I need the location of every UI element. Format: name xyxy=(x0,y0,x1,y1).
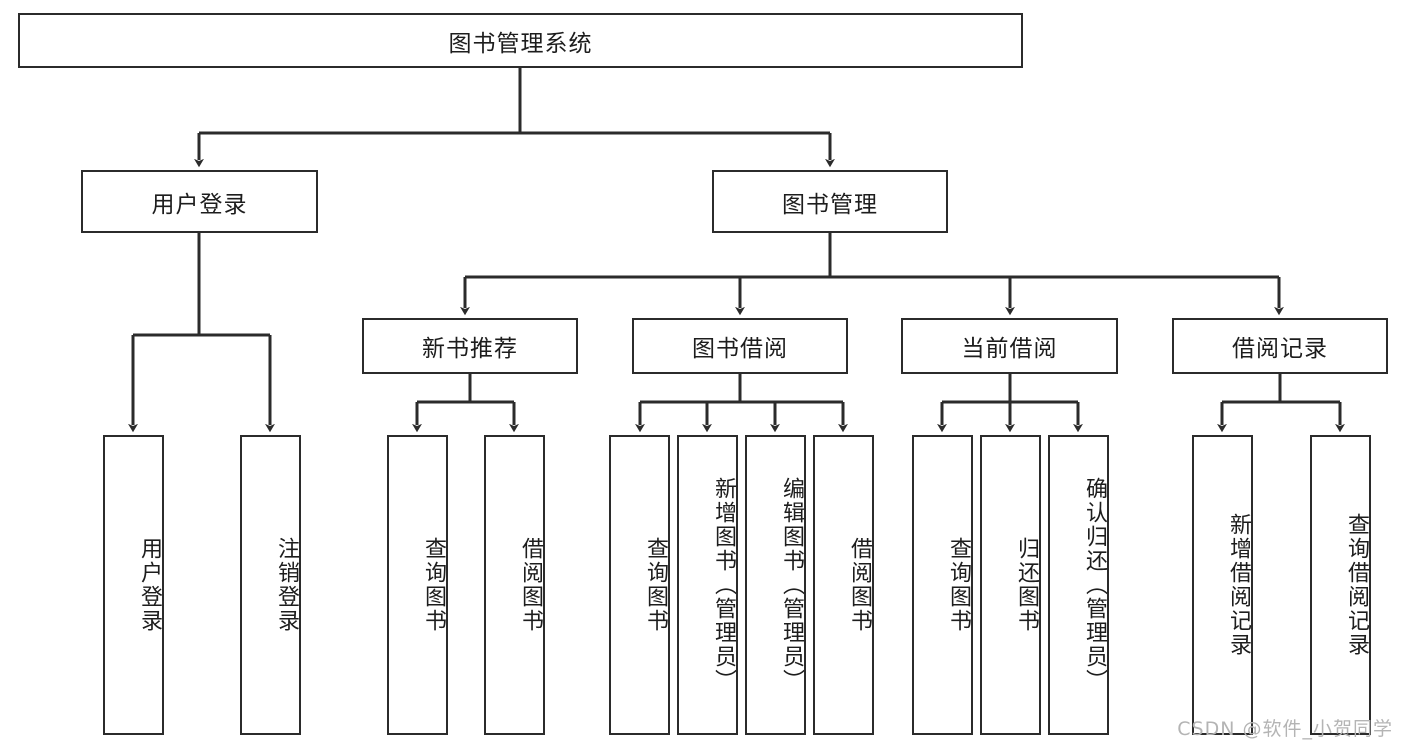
node-leaf-query-book-2[interactable]: 查询图书 xyxy=(609,435,670,735)
node-leaf-logout-login[interactable]: 注销登录 xyxy=(240,435,301,735)
node-leaf-return-book[interactable]: 归还图书 xyxy=(980,435,1041,735)
node-leaf-borrow-book-1[interactable]: 借阅图书 xyxy=(484,435,545,735)
node-leaf-edit-book-admin-label: 编辑图书（管理员） xyxy=(779,477,804,693)
node-current-borrow-label: 当前借阅 xyxy=(961,336,1058,362)
node-leaf-query-book-3-label: 查询图书 xyxy=(946,537,971,633)
node-book-management-label: 图书管理 xyxy=(782,191,878,218)
csdn-watermark: CSDN @软件_小贺同学 xyxy=(1177,718,1393,740)
node-leaf-add-borrow-record[interactable]: 新增借阅记录 xyxy=(1192,435,1253,735)
node-leaf-query-book-1-label: 查询图书 xyxy=(421,537,446,633)
node-current-borrow[interactable]: 当前借阅 xyxy=(901,318,1118,374)
node-leaf-borrow-book-2[interactable]: 借阅图书 xyxy=(813,435,874,735)
node-leaf-borrow-book-2-label: 借阅图书 xyxy=(847,537,872,633)
node-leaf-logout-login-label: 注销登录 xyxy=(274,537,299,633)
node-root-label: 图书管理系统 xyxy=(448,30,593,57)
node-leaf-query-borrow-record[interactable]: 查询借阅记录 xyxy=(1310,435,1371,735)
node-leaf-query-book-2-label: 查询图书 xyxy=(643,537,668,633)
node-book-borrow[interactable]: 图书借阅 xyxy=(632,318,848,374)
node-leaf-confirm-return-admin-label: 确认归还（管理员） xyxy=(1082,477,1107,693)
node-book-borrow-label: 图书借阅 xyxy=(692,336,788,362)
node-leaf-return-book-label: 归还图书 xyxy=(1014,537,1039,633)
node-leaf-borrow-book-1-label: 借阅图书 xyxy=(518,537,543,633)
node-borrow-record-label: 借阅记录 xyxy=(1232,336,1328,362)
node-user-login-label: 用户登录 xyxy=(151,191,248,218)
node-leaf-add-book-admin[interactable]: 新增图书（管理员） xyxy=(677,435,738,735)
node-leaf-query-book-3[interactable]: 查询图书 xyxy=(912,435,973,735)
node-leaf-add-borrow-record-label: 新增借阅记录 xyxy=(1226,513,1251,657)
node-new-book-recommend[interactable]: 新书推荐 xyxy=(362,318,578,374)
node-user-login[interactable]: 用户登录 xyxy=(81,170,318,233)
node-leaf-query-borrow-record-label: 查询借阅记录 xyxy=(1344,513,1369,657)
node-book-management[interactable]: 图书管理 xyxy=(712,170,948,233)
node-leaf-add-book-admin-label: 新增图书（管理员） xyxy=(711,477,736,693)
node-leaf-user-login[interactable]: 用户登录 xyxy=(103,435,164,735)
node-leaf-query-book-1[interactable]: 查询图书 xyxy=(387,435,448,735)
node-leaf-user-login-label: 用户登录 xyxy=(137,537,162,633)
node-new-book-recommend-label: 新书推荐 xyxy=(422,336,518,362)
node-root[interactable]: 图书管理系统 xyxy=(18,13,1023,68)
node-borrow-record[interactable]: 借阅记录 xyxy=(1172,318,1388,374)
node-leaf-confirm-return-admin[interactable]: 确认归还（管理员） xyxy=(1048,435,1109,735)
node-leaf-edit-book-admin[interactable]: 编辑图书（管理员） xyxy=(745,435,806,735)
